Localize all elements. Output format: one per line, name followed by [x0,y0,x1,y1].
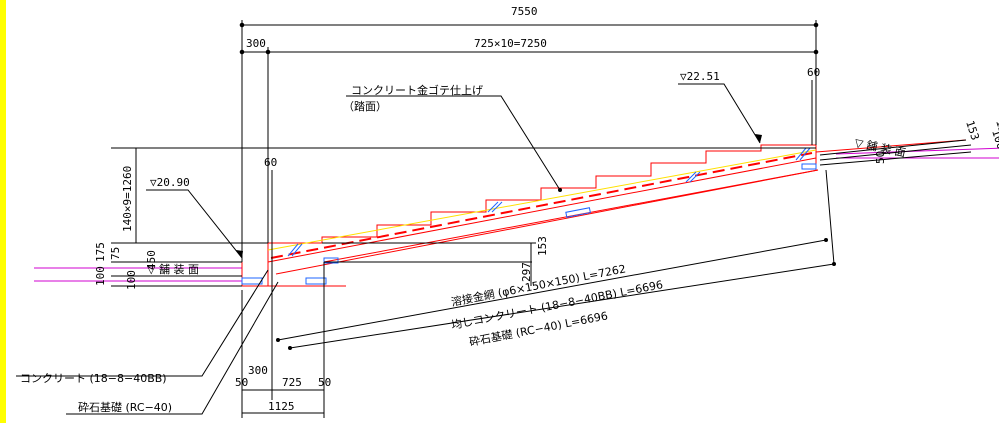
arrow-level-bottom [236,250,243,258]
dim-dot [239,49,245,55]
hatch-5 [685,171,697,183]
dim-leveling-line [289,263,835,349]
leader-level-top [678,83,761,144]
hatch-7 [795,147,807,161]
arrow-dot [288,346,292,350]
dim-450-text: 450 [145,250,158,270]
dim-wire-mesh-line [277,239,827,341]
dim-297-text: 297 [520,262,533,282]
dim-bottom-725-text: 725 [282,376,302,389]
hatch-4 [491,201,503,213]
dim-75-text: 75 [109,247,122,260]
dim-right-50-text: 50 [874,151,887,164]
hatch-8 [799,147,811,161]
hatch-2 [291,243,303,257]
gravel-block-1 [241,277,263,285]
hatch-3 [487,201,499,213]
label-pavement-left: ▽ 舗 装 面 [147,262,199,276]
stair-steps [268,144,816,244]
dim-right-1 [819,139,967,156]
dim-bottom-1125-text: 1125 [268,400,295,413]
gravel-hatching [241,147,817,285]
dim-start-offset-text: 300 [246,37,266,50]
arrow-tips [236,134,836,350]
dim-right-150-text: 150 [993,118,999,141]
arrow-dot [558,188,562,192]
arrow-dot [276,338,280,342]
ground-line-right-upper [835,147,999,155]
dim-right-100-text: 100 [989,128,999,151]
dim-steps-text: 725×10=7250 [474,37,547,50]
leveling-line [267,149,817,251]
dim-100a-text: 100 [94,266,107,286]
label-finish-sub: （踏面） [343,99,387,113]
hatch-6 [689,171,701,183]
hatch-1 [287,243,299,257]
dim-dot [239,22,245,28]
dim-dot [265,49,271,55]
gravel-block-2 [305,277,327,285]
label-level-bottom: ▽20.90 [150,176,190,189]
dim-175-text: 175 [94,242,107,262]
dim-right-2 [819,144,972,161]
leader-concrete [16,269,269,377]
dim-dot [813,49,819,55]
dim-right-153-text: 153 [963,119,982,142]
dim-left-height-text: 140×9=1260 [121,166,134,232]
dim-bottom-300-text: 300 [248,364,268,377]
concrete-outline [241,139,967,287]
slab-top-line [267,157,817,263]
leader-level-bottom [146,189,243,259]
arrow-dot [824,238,828,242]
gravel-block-5 [801,163,817,170]
label-gravel: 砕石基礎 (RC−40) [78,400,172,414]
dim-153-text: 153 [536,236,549,256]
leader-finish [346,95,561,191]
arrow-dot [832,262,836,266]
leader-lines [16,83,761,415]
leveling-concrete [267,149,817,251]
dim-left-offset-text: 60 [264,156,277,169]
arrow-level-top [755,134,762,143]
dim-end-offset-text: 60 [807,66,820,79]
label-concrete: コンクリート (18−8−40BB) [20,372,167,385]
leader-gravel [66,281,279,415]
dim-100b-text: 100 [125,270,138,290]
dim-dot [813,22,819,28]
gravel-block-3 [323,257,339,264]
ground-lines [34,147,999,282]
dim-bottom-50a-text: 50 [235,376,248,389]
rebar-dashed-line [270,152,813,259]
label-level-top: ▽22.51 [680,70,720,83]
stair-section-drawing: 7550 300 725×10=7250 60 60 140×9=1260 17… [16,5,999,418]
right-pavement-line [815,139,967,153]
dim-right-drop [825,169,835,265]
dim-bottom-50b-text: 50 [318,376,331,389]
dimension-lines [111,20,972,418]
label-finish: コンクリート金ゴテ仕上げ [351,83,483,97]
slab-bottom-line [275,169,819,275]
dim-right-3 [819,151,972,166]
dim-total-text: 7550 [511,5,538,18]
gravel-block-4 [565,207,591,218]
